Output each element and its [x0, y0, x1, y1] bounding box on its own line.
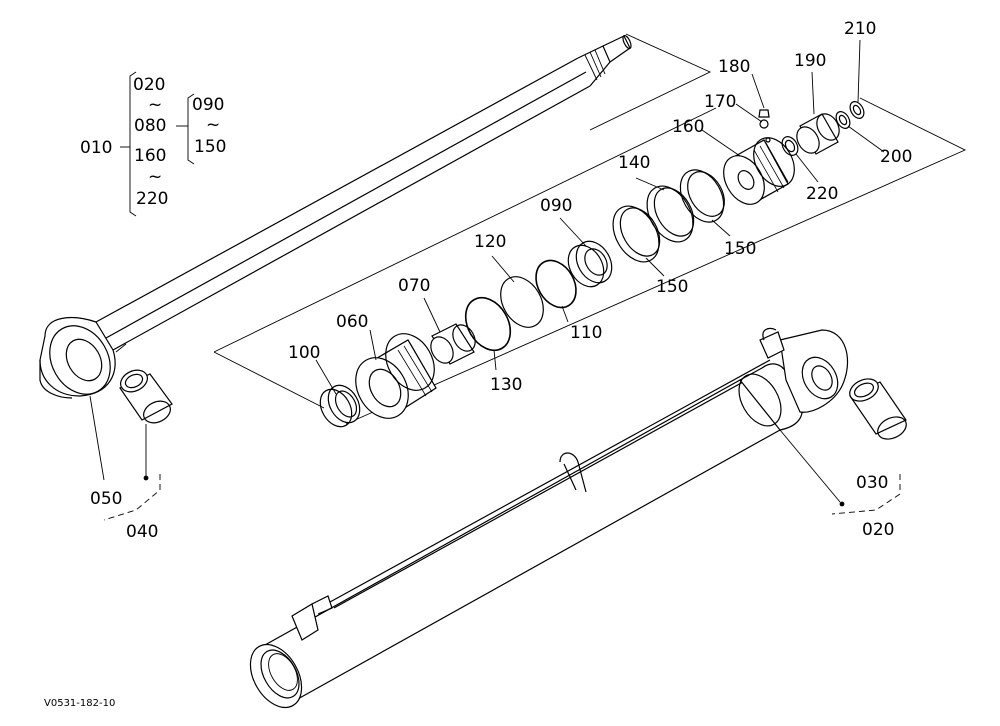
oring-110: [535, 259, 577, 309]
bracket-label-b2: 150: [194, 137, 226, 157]
ring-120: [500, 276, 544, 328]
part-label-130: 130: [490, 375, 522, 395]
tilde-3: ~: [206, 115, 220, 135]
tilde-1: ~: [148, 95, 162, 115]
ring-220: [781, 136, 799, 156]
reference-code: V0531-182-10: [44, 698, 115, 709]
part-label-220: 220: [806, 184, 838, 204]
part-label-020: 020: [862, 520, 894, 540]
part-label-170: 170: [704, 92, 736, 112]
cylinder-tube: [249, 327, 849, 709]
part-label-050: 050: [90, 489, 122, 509]
part-label-200: 200: [880, 147, 912, 167]
part-label-120: 120: [474, 232, 506, 252]
part-label-060: 060: [336, 312, 368, 332]
bracket-label-a3: 160: [134, 146, 166, 166]
ring-150b: [679, 169, 725, 223]
bracket-label-a2: 080: [134, 116, 166, 136]
part-label-150b: 150: [724, 239, 756, 259]
ball-170: [759, 119, 769, 129]
part-label-070: 070: [398, 276, 430, 296]
ring-140: [646, 185, 694, 243]
bushing-050: [119, 369, 173, 481]
wear-ring-090: [567, 240, 613, 288]
nut-210: [849, 101, 865, 119]
part-label-100: 100: [288, 343, 320, 363]
washer-200: [835, 111, 851, 129]
part-label-210: 210: [844, 19, 876, 39]
callout-bracket: [120, 71, 195, 217]
bracket-label-b1: 090: [192, 95, 224, 115]
screw-180: [758, 109, 770, 118]
bushing-070: [430, 323, 476, 365]
bracket-label-a1: 020: [133, 75, 165, 95]
part-label-030: 030: [856, 473, 888, 493]
part-label-140: 140: [618, 153, 650, 173]
part-label-150a: 150: [656, 277, 688, 297]
bushing-030: [849, 378, 907, 440]
part-label-160: 160: [672, 117, 704, 137]
part-label-110: 110: [570, 323, 602, 343]
part-label-190: 190: [794, 51, 826, 71]
oring-130: [464, 296, 512, 352]
gland-060: [355, 333, 437, 419]
bracket-label-a4: 220: [136, 189, 168, 209]
part-label-010: 010: [80, 138, 112, 158]
seal-100: [319, 384, 361, 428]
piston-160: [723, 137, 795, 205]
part-label-040: 040: [126, 522, 158, 542]
tilde-2: ~: [148, 167, 162, 187]
collar-190: [796, 113, 840, 155]
piston-rod: [39, 34, 632, 399]
part-label-180: 180: [718, 57, 750, 77]
part-label-090: 090: [540, 196, 572, 216]
